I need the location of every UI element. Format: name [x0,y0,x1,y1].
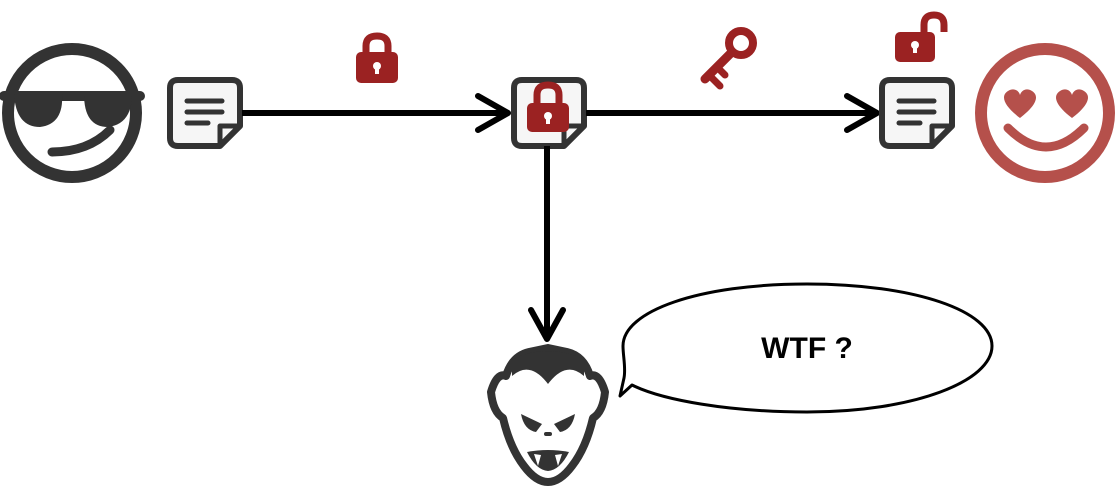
document-icon [879,77,955,149]
open-padlock-icon [895,11,948,62]
key-icon [700,27,757,90]
heart-eyes-face-icon [975,43,1115,183]
arrow-decrypt [586,93,880,133]
closed-padlock-icon [356,32,398,83]
cool-sunglasses-face-icon [0,43,145,183]
locked-document-icon [511,77,587,149]
arrow-encrypt [242,93,511,133]
speech-bubble: WTF ? [618,282,994,414]
arrow-intercept [528,146,566,342]
vampire-face-icon [487,344,609,486]
speech-bubble-text: WTF ? [761,332,853,365]
document-icon [167,77,243,149]
